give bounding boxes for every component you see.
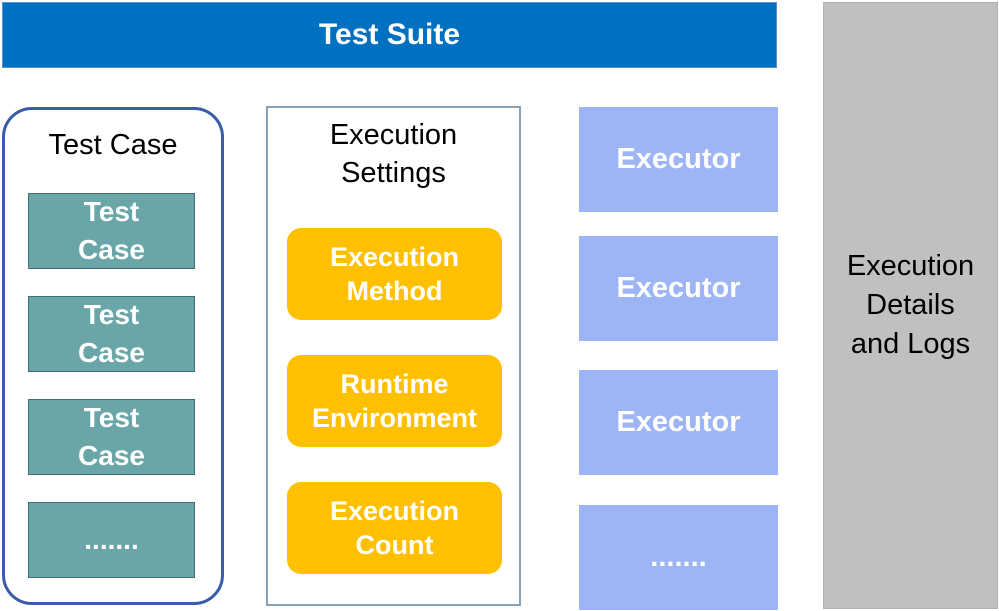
test-suite-label: Test Suite [318,18,461,51]
executor-box-more: ....... [579,505,778,610]
test-case-box-3: Test Case [28,399,195,475]
execution-count-box: Execution Count [287,482,502,574]
execution-details-logs-panel: Execution Details and Logs [823,2,998,609]
executor-box-1: Executor [579,107,778,212]
execution-method-box: Execution Method [287,228,502,320]
test-case-box-1: Test Case [28,193,195,269]
execution-settings-title: Execution Settings [329,119,458,189]
runtime-environment-box: Runtime Environment [287,355,502,447]
test-suite-bar: Test Suite [2,2,777,68]
executor-box-2: Executor [579,236,778,341]
executor-box-3: Executor [579,370,778,475]
test-case-box-more: ....... [28,502,195,578]
test-case-group-title: Test Case [48,128,178,161]
test-case-box-2: Test Case [28,296,195,372]
